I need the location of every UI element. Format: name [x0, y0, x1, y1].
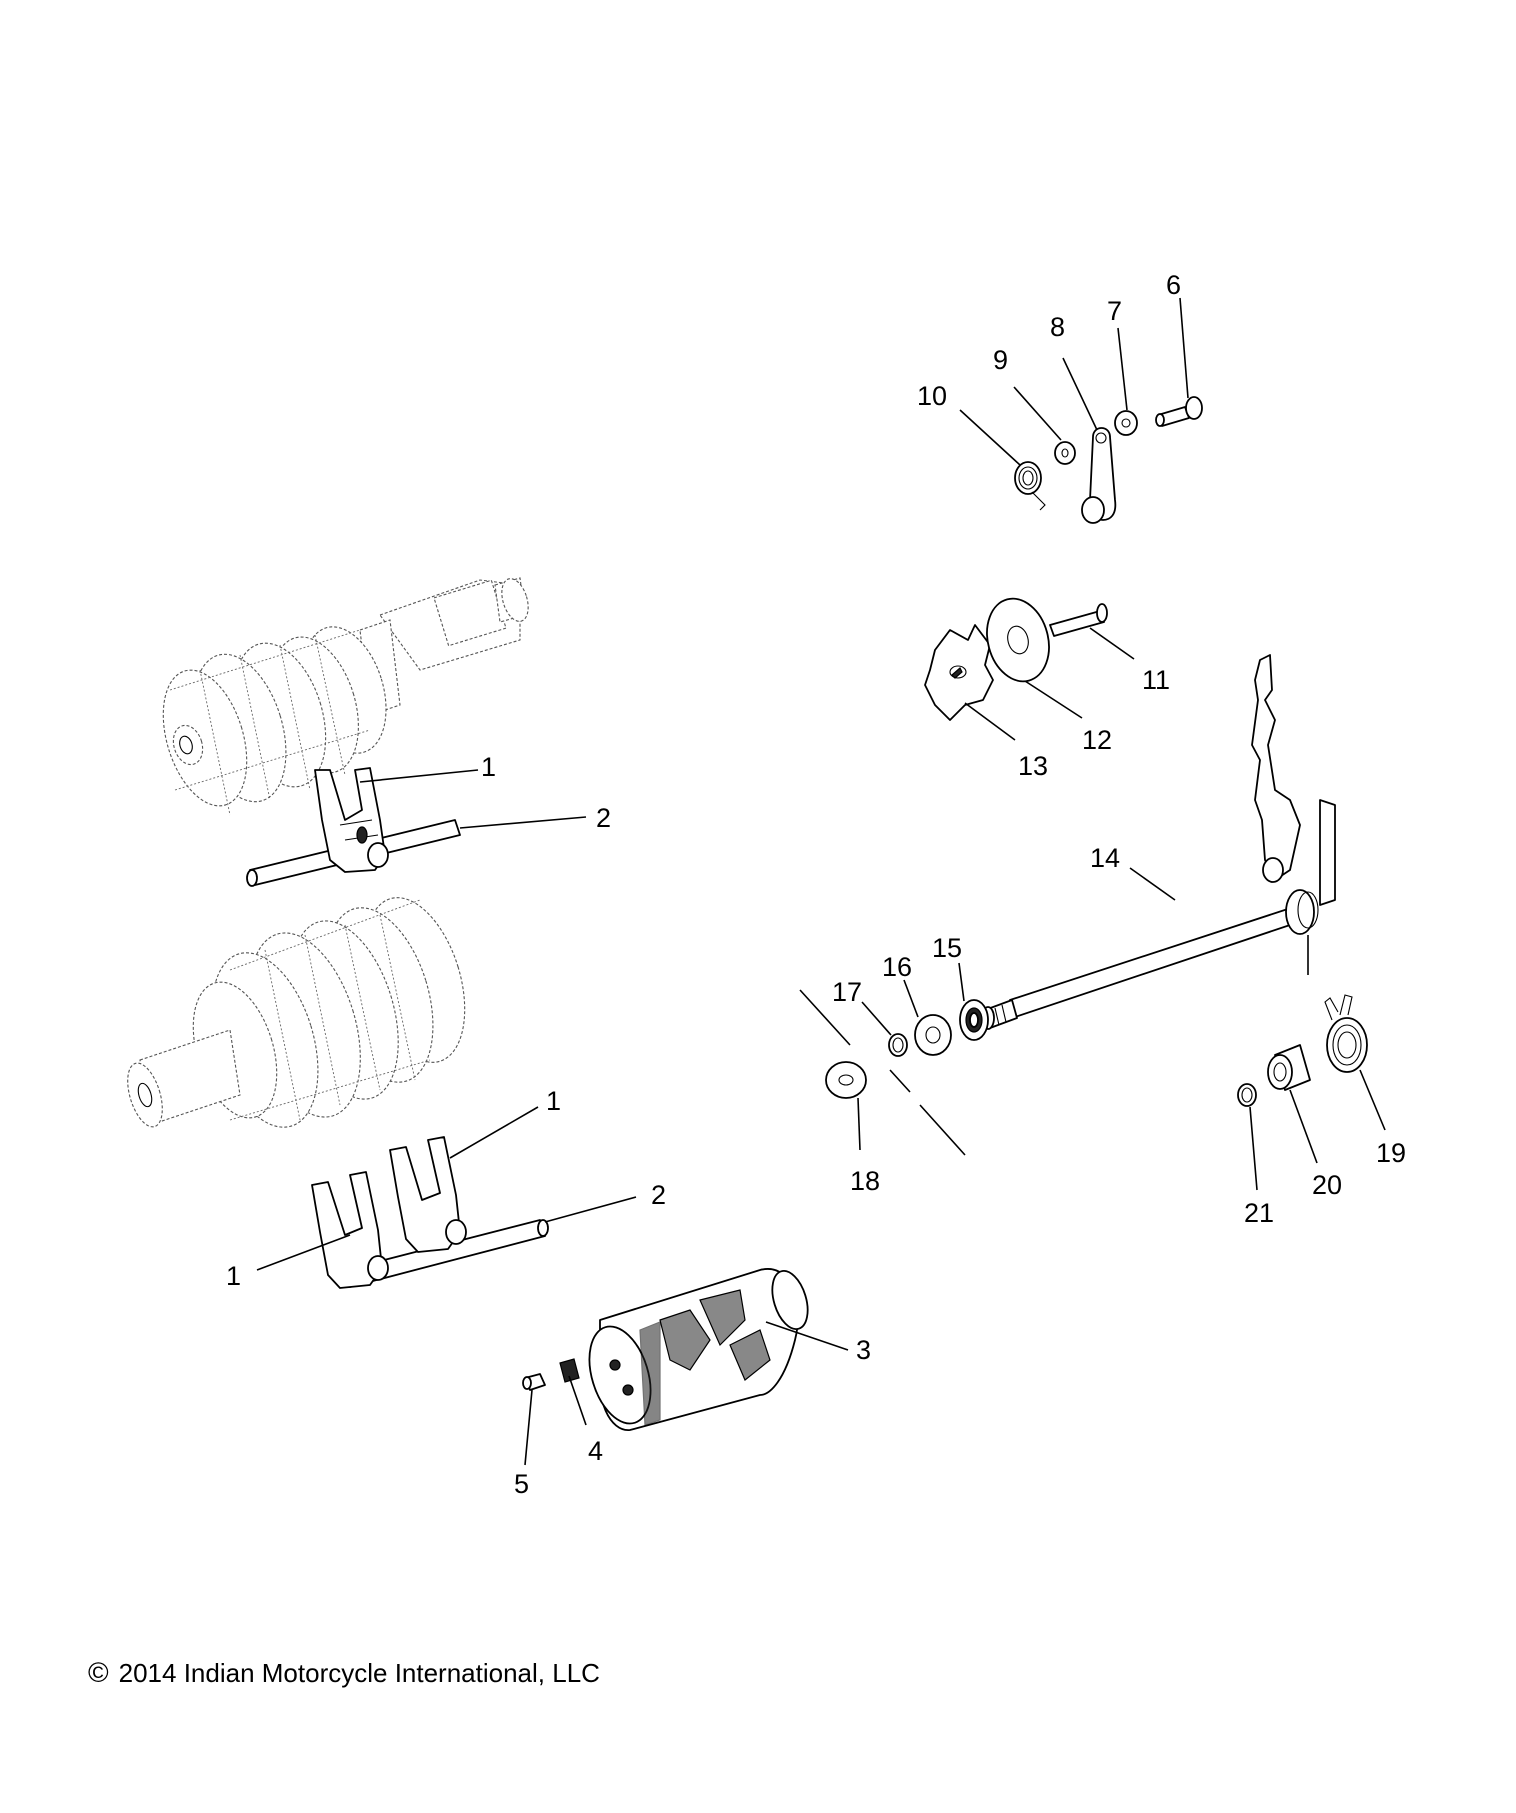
return-spring: [1324, 994, 1368, 1073]
upper-gear-shaft-phantom: [162, 577, 529, 816]
callout-17: 17: [832, 977, 862, 1007]
callout-1-lower-right: 1: [546, 1086, 561, 1116]
leader-lines: [256, 297, 1386, 1466]
shift-drum: [588, 1268, 809, 1431]
stopper-spring: [1014, 461, 1046, 511]
callout-19: 19: [1376, 1138, 1406, 1168]
copyright-text: 2014 Indian Motorcycle International, LL…: [118, 1658, 600, 1688]
circlip-21: [1237, 1083, 1257, 1107]
callout-10: 10: [917, 381, 947, 411]
callout-3: 3: [856, 1335, 871, 1365]
callout-1-lower-left: 1: [226, 1261, 241, 1291]
copyright-symbol: ©: [88, 1657, 109, 1688]
callout-16: 16: [882, 952, 912, 982]
cam-pin: [1049, 603, 1108, 637]
callout-8: 8: [1050, 312, 1065, 342]
callout-2-upper: 2: [596, 803, 611, 833]
washer-9: [1054, 441, 1076, 465]
shoulder-bolt: [1155, 396, 1203, 427]
cam-washer: [986, 597, 1050, 683]
washer-7: [1114, 410, 1138, 436]
detent-plunger: [522, 1373, 546, 1391]
assembly-centerlines: [799, 935, 1309, 1156]
callout-13: 13: [1018, 751, 1048, 781]
oil-seal: [959, 999, 989, 1041]
circlip-17: [888, 1033, 908, 1057]
lower-shift-fork-assembly: [311, 1136, 549, 1289]
callout-6: 6: [1166, 270, 1181, 300]
copyright-notice: © 2014 Indian Motorcycle International, L…: [88, 1657, 600, 1689]
shift-shaft: [981, 654, 1336, 1030]
washer-18: [825, 1061, 867, 1099]
callout-4: 4: [588, 1436, 603, 1466]
callout-5: 5: [514, 1469, 529, 1499]
stopper-lever: [1081, 427, 1117, 524]
collar: [1267, 1044, 1311, 1091]
washer-16: [914, 1014, 952, 1056]
callout-14: 14: [1090, 843, 1120, 873]
callout-21: 21: [1244, 1198, 1274, 1228]
callout-1-upper: 1: [481, 752, 496, 782]
detent-spring: [559, 1358, 580, 1383]
callout-18: 18: [850, 1166, 880, 1196]
callout-7: 7: [1107, 296, 1122, 326]
callout-15: 15: [932, 933, 962, 963]
callout-labels: 1 2 1 2 1 3 4 5 6 7 8 9 10 11 12 13 14 1…: [226, 270, 1406, 1499]
shift-cam-star: [924, 624, 994, 721]
lower-gear-shaft-phantom: [127, 897, 466, 1128]
upper-shift-fork-assembly: [246, 767, 461, 887]
callout-11: 11: [1142, 665, 1170, 695]
callout-12: 12: [1082, 725, 1112, 755]
callout-9: 9: [993, 345, 1008, 375]
callout-2-lower: 2: [651, 1180, 666, 1210]
callout-20: 20: [1312, 1170, 1342, 1200]
